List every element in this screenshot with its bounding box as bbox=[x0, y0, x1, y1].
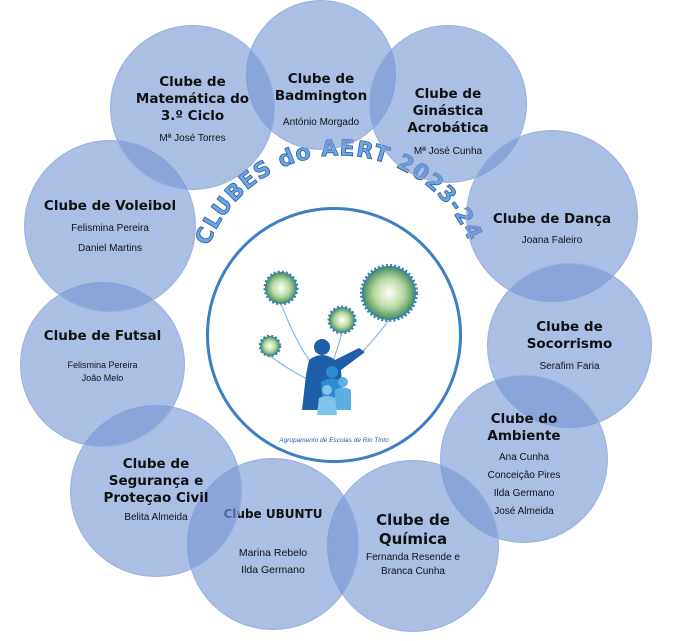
club-person: Fernanda Resende e bbox=[366, 552, 460, 563]
club-people: Mª José Cunha bbox=[414, 143, 482, 161]
club-name: Clube de Segurança e Proteçao Civil bbox=[103, 456, 209, 506]
club-person: José Almeida bbox=[494, 506, 554, 517]
club-person: Marina Rebelo bbox=[238, 547, 308, 559]
club-name: Clube de Socorrismo bbox=[526, 319, 613, 352]
club-people: Joana Faleiro bbox=[522, 232, 583, 250]
club-people: António Morgado bbox=[283, 114, 359, 132]
club-name: Clube de Química bbox=[376, 511, 450, 548]
logo-figures bbox=[302, 339, 365, 415]
club-matematica-3-ciclo: Clube de Matemática do 3.º Ciclo Mª José… bbox=[110, 25, 275, 190]
club-name: Clube de Ginástica Acrobática bbox=[407, 86, 489, 136]
club-person: António Morgado bbox=[282, 117, 360, 128]
club-person: Mª José Torres bbox=[159, 133, 226, 144]
club-people: Ana Cunha Conceição Pires Ilda Germano J… bbox=[488, 449, 561, 521]
club-people: Belita Almeida bbox=[124, 509, 187, 527]
club-person: Ilda Germano bbox=[493, 488, 555, 499]
club-people: Marina Rebelo Ilda Germano bbox=[239, 545, 307, 579]
club-person: Branca Cunha bbox=[381, 566, 445, 577]
club-name: Clube de Matemática do 3.º Ciclo bbox=[135, 74, 250, 124]
club-person: Felismina Pereira bbox=[71, 223, 149, 234]
club-people: Mª José Torres bbox=[159, 130, 225, 148]
club-person: João Melo bbox=[81, 373, 124, 383]
school-logo: Agrupamento de Escolas de Rio Tinto bbox=[258, 264, 418, 444]
club-name: Clube de Voleibol bbox=[43, 198, 177, 214]
club-person: Daniel Martins bbox=[78, 243, 142, 254]
club-person: Ana Cunha bbox=[498, 452, 550, 463]
club-people: Felismina Pereira João Melo bbox=[67, 359, 137, 385]
club-person: Ilda Germano bbox=[241, 564, 305, 576]
club-person: Joana Faleiro bbox=[521, 235, 583, 246]
club-person: Mª José Cunha bbox=[413, 146, 483, 157]
club-name: Clube de Badmington bbox=[274, 71, 368, 104]
logo-caption: Agrupamento de Escolas de Rio Tinto bbox=[278, 437, 389, 444]
logo-rosettes bbox=[258, 264, 418, 358]
club-name: Clube do Ambiente bbox=[487, 411, 561, 444]
club-name: Clube de Dança bbox=[492, 211, 612, 227]
club-people: Serafim Faria bbox=[539, 358, 599, 376]
club-person: Serafim Faria bbox=[539, 361, 600, 372]
center-logo-ring: Agrupamento de Escolas de Rio Tinto bbox=[206, 207, 462, 463]
club-person: Conceição Pires bbox=[487, 470, 561, 481]
club-person: Belita Almeida bbox=[124, 512, 188, 523]
club-people: Fernanda Resende e Branca Cunha bbox=[366, 551, 460, 579]
club-name: Clube de Futsal bbox=[43, 328, 162, 344]
club-person: Felismina Pereira bbox=[67, 360, 138, 370]
club-people: Felismina Pereira Daniel Martins bbox=[71, 219, 149, 259]
